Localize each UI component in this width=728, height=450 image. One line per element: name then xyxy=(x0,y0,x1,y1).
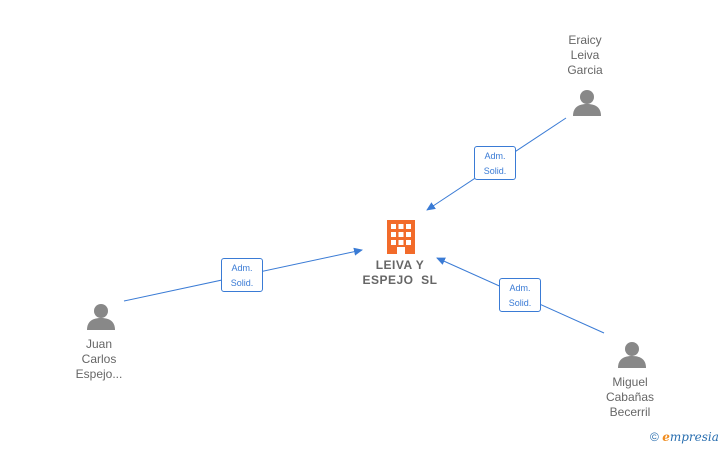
copyright-icon: © xyxy=(650,430,659,444)
brand-logo-e: e xyxy=(662,430,670,444)
person-name-juan[interactable]: Juan Carlos Espejo... xyxy=(44,337,154,382)
brand-logo-text: mpresia xyxy=(669,430,719,444)
person-name-line: Miguel xyxy=(612,375,648,389)
person-name-miguel[interactable]: Miguel Cabañas Becerril xyxy=(575,375,685,420)
person-name-line: Leiva xyxy=(570,48,600,62)
person-icon[interactable] xyxy=(87,304,115,330)
edge-label-eraicy[interactable]: Adm. Solid. xyxy=(474,146,516,180)
edge-label-line: Solid. xyxy=(508,298,532,308)
person-name-line: Cabañas xyxy=(605,390,655,404)
person-name-line: Espejo... xyxy=(75,367,123,381)
company-name[interactable]: LEIVA Y ESPEJO SL xyxy=(340,258,460,288)
edge-label-line: Solid. xyxy=(230,278,254,288)
company-name-line-1: LEIVA Y xyxy=(375,258,425,272)
person-name-line: Becerril xyxy=(609,405,651,419)
person-name-line: Juan xyxy=(85,337,113,351)
person-name-line: Garcia xyxy=(567,63,603,77)
edge-label-juan[interactable]: Adm. Solid. xyxy=(221,258,263,292)
edge-label-line: Adm. xyxy=(231,263,253,273)
person-icon[interactable] xyxy=(618,342,646,368)
person-name-line: Carlos xyxy=(81,352,117,366)
person-name-line: Eraicy xyxy=(568,33,602,47)
person-name-eraicy[interactable]: Eraicy Leiva Garcia xyxy=(530,33,640,78)
edge-label-line: Solid. xyxy=(483,166,507,176)
edge-label-line: Adm. xyxy=(484,151,506,161)
brand-watermark: © empresia xyxy=(650,430,719,444)
company-name-line-2: ESPEJO SL xyxy=(362,273,438,287)
edge-label-miguel[interactable]: Adm. Solid. xyxy=(499,278,541,312)
person-icon[interactable] xyxy=(573,90,601,116)
edge-label-line: Adm. xyxy=(509,283,531,293)
building-icon[interactable] xyxy=(387,220,415,254)
